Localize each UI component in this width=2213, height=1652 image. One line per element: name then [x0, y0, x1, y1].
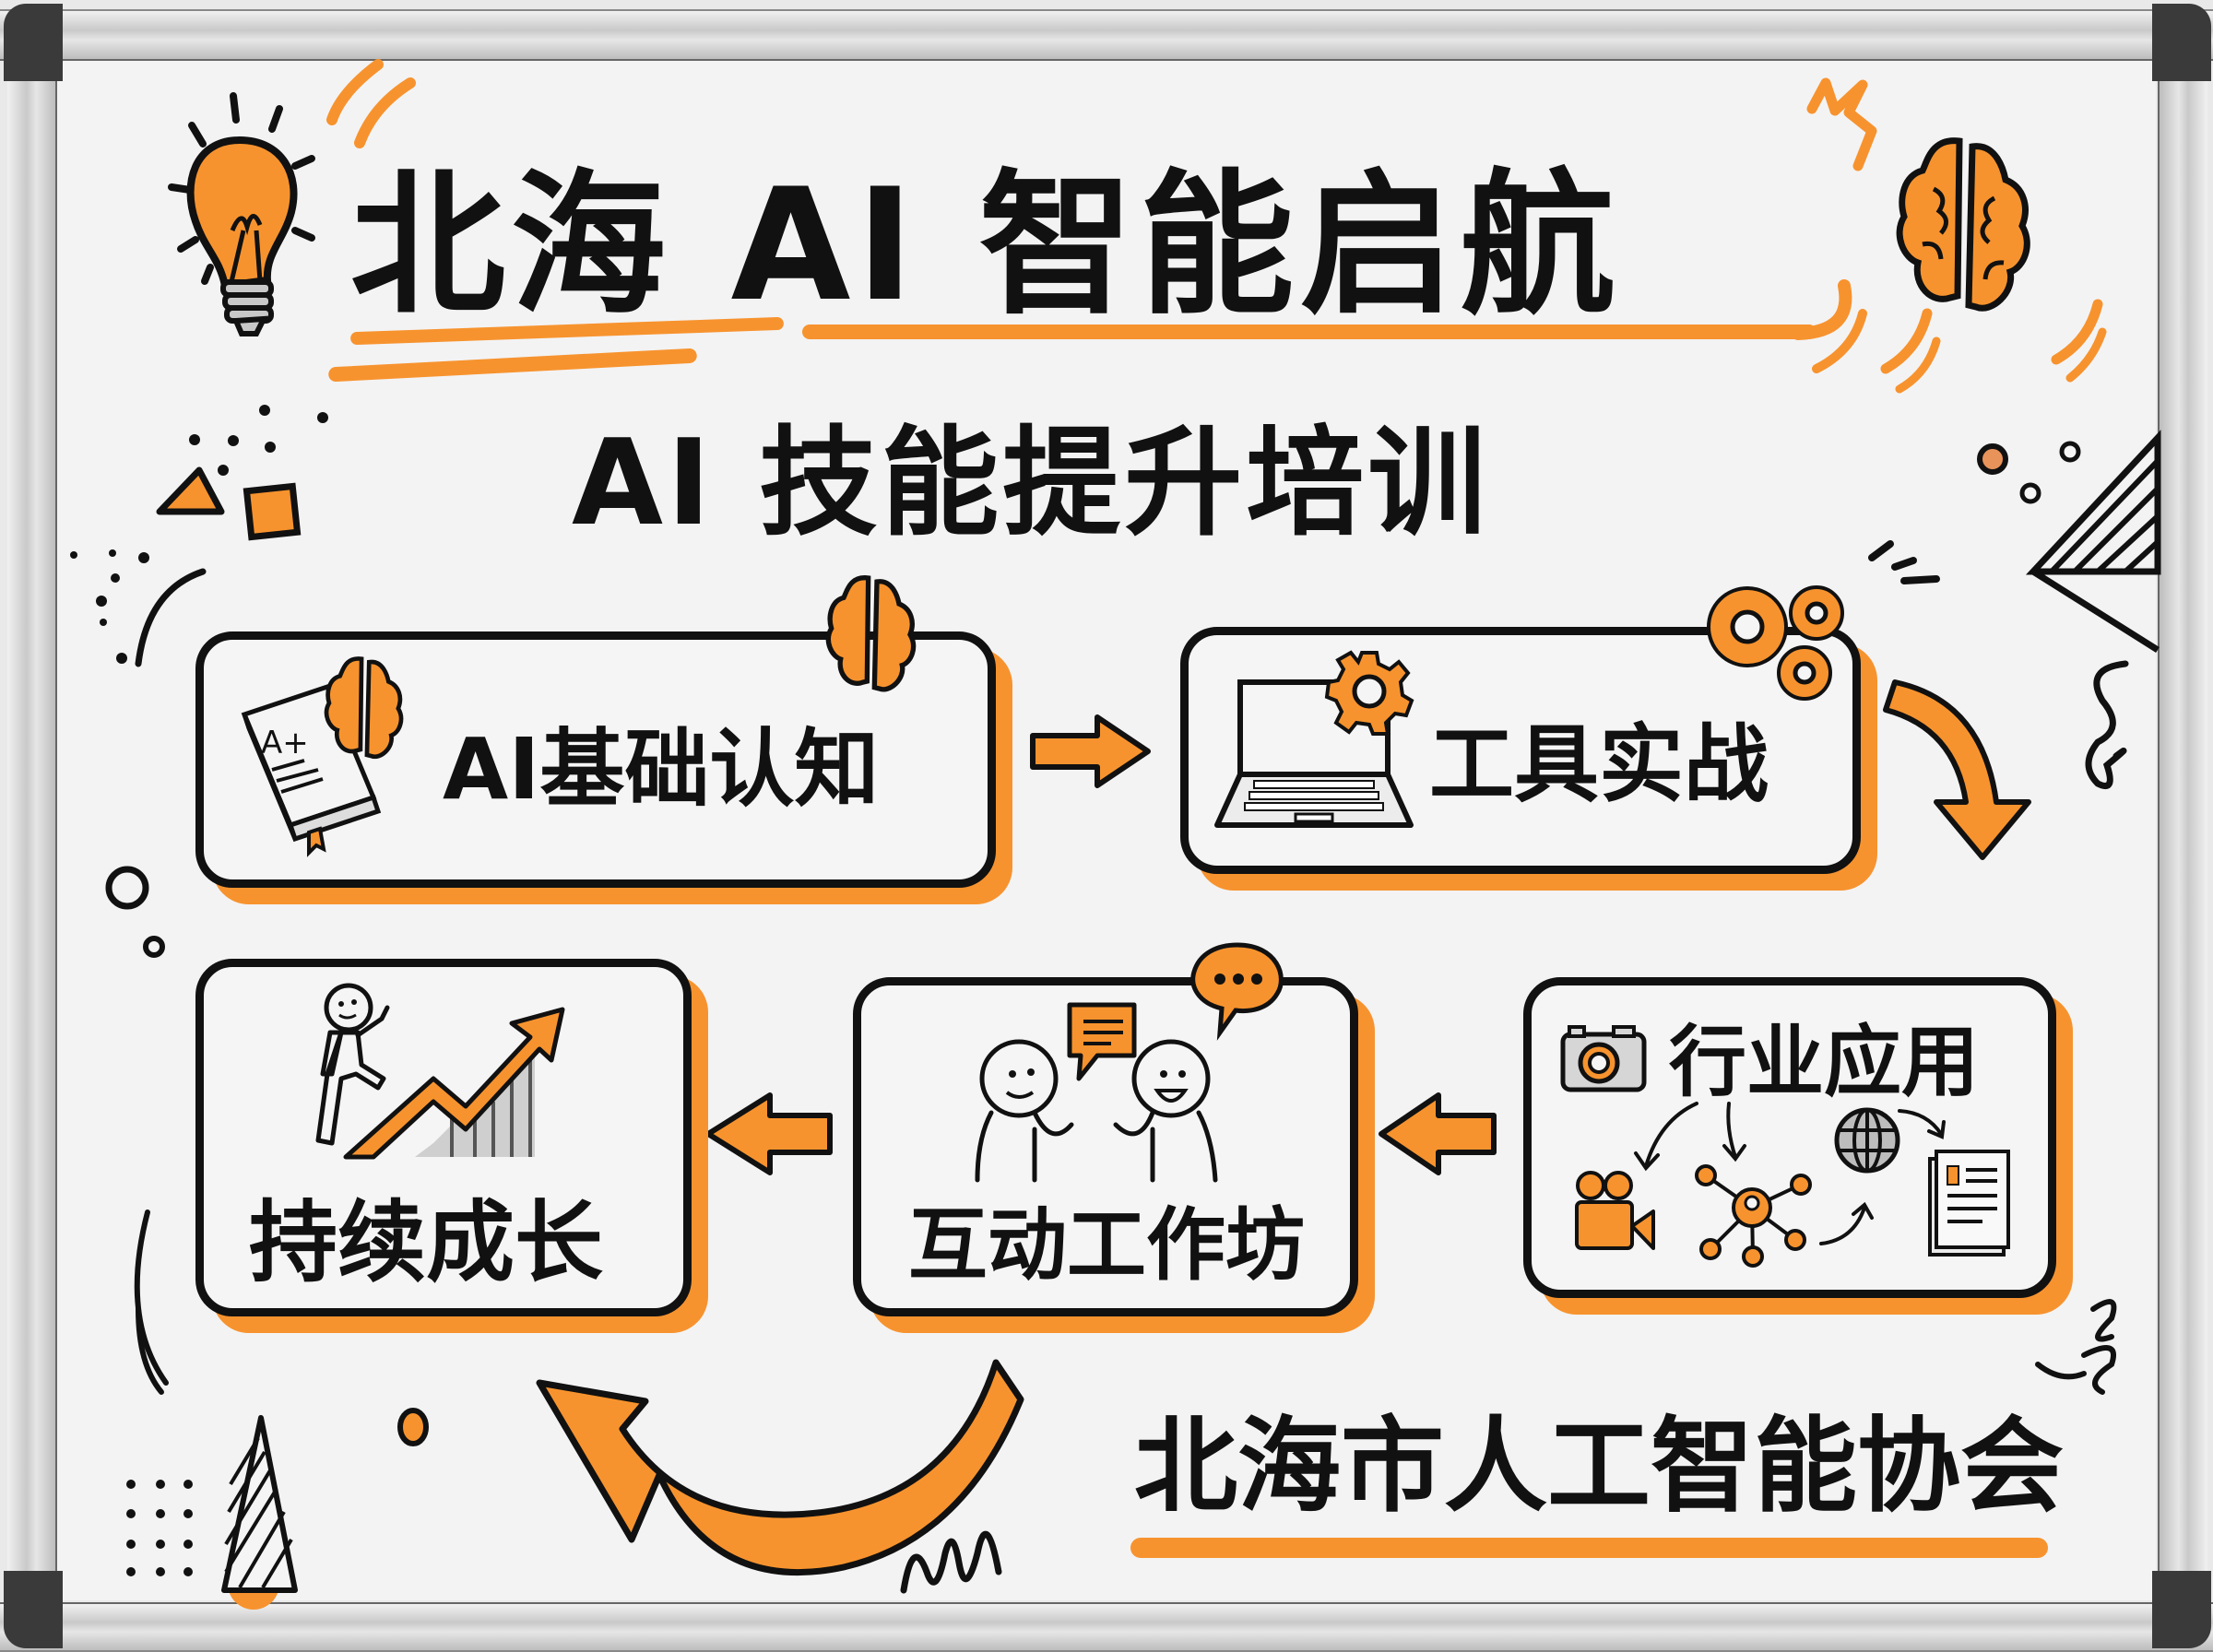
arrow-curve-down-icon [1883, 679, 2031, 860]
network-icon [1695, 1164, 1812, 1268]
arrow-right-icon [1030, 714, 1151, 788]
svg-text:A+: A+ [261, 725, 309, 761]
footer-underline [1130, 1538, 2048, 1558]
climbing-person-icon [315, 983, 390, 1146]
brain-icon [1896, 137, 2030, 312]
chat-bubble-text-icon [1067, 1002, 1137, 1081]
frame-corner-bottom-left [4, 1571, 63, 1648]
gear-icon [1324, 650, 1414, 736]
lightbulb-icon [168, 92, 315, 336]
board-title: 北海 AI 智能启航 [350, 155, 1621, 336]
decor-right-triangle [2025, 430, 2161, 653]
decor-bottom-left [126, 1210, 429, 1610]
decor-zigzag-scribble [900, 1530, 1002, 1594]
step-label-industry-apps: 行业应用 [1669, 1017, 1980, 1107]
brain-motion-lines [1880, 299, 2107, 394]
brain-icon-small [324, 656, 404, 760]
brain-icon-corner [825, 575, 917, 692]
video-camera-icon [1575, 1171, 1655, 1250]
organization-name: 北海市人工智能协会 [1134, 1407, 2064, 1527]
frame-bottom-rail [0, 1602, 2213, 1652]
title-underline-main [802, 324, 1817, 339]
title-underline-hook [1792, 279, 1867, 373]
decor-left-circles [105, 866, 165, 958]
frame-corner-bottom-right [2152, 1571, 2211, 1648]
decor-left-shapes [70, 405, 328, 667]
frame-corner-top-left [4, 4, 63, 81]
chat-bubble-dots-icon [1190, 942, 1284, 1041]
step-label-tool-practice: 工具实战 [1429, 715, 1769, 814]
people-talking-icon [975, 1039, 1218, 1183]
decor-right-circles [1977, 441, 2081, 504]
arrow-left-icon [1379, 1092, 1497, 1175]
frame-top-rail [0, 9, 2213, 61]
step-label-ai-basics: AI基础认知 [443, 720, 880, 819]
flow-arrows [1634, 1102, 1946, 1245]
camera-icon [1560, 1025, 1647, 1092]
frame-corner-top-right [2152, 4, 2211, 81]
board-subtitle: AI 技能提升培训 [572, 415, 1490, 552]
spark-zigzag-icon [1806, 77, 1877, 171]
title-accent-swoosh [326, 59, 416, 148]
sparkle-lines [1868, 540, 1940, 584]
document-icon [1928, 1150, 2010, 1257]
step-label-growth: 持续成长 [249, 1191, 603, 1294]
growth-chart-icon [343, 1007, 565, 1160]
globe-icon [1834, 1107, 1900, 1174]
frame-right-rail [2158, 55, 2207, 1604]
decor-spiral [2035, 1299, 2117, 1395]
gear-cluster-icon [1707, 585, 1844, 701]
decor-squiggle [2085, 660, 2129, 789]
frame-left-rail [7, 55, 57, 1604]
arrow-curve-loop-icon [536, 1359, 1024, 1576]
step-label-workshop: 互动工作坊 [908, 1199, 1305, 1292]
arrow-left-icon-2 [705, 1092, 833, 1175]
